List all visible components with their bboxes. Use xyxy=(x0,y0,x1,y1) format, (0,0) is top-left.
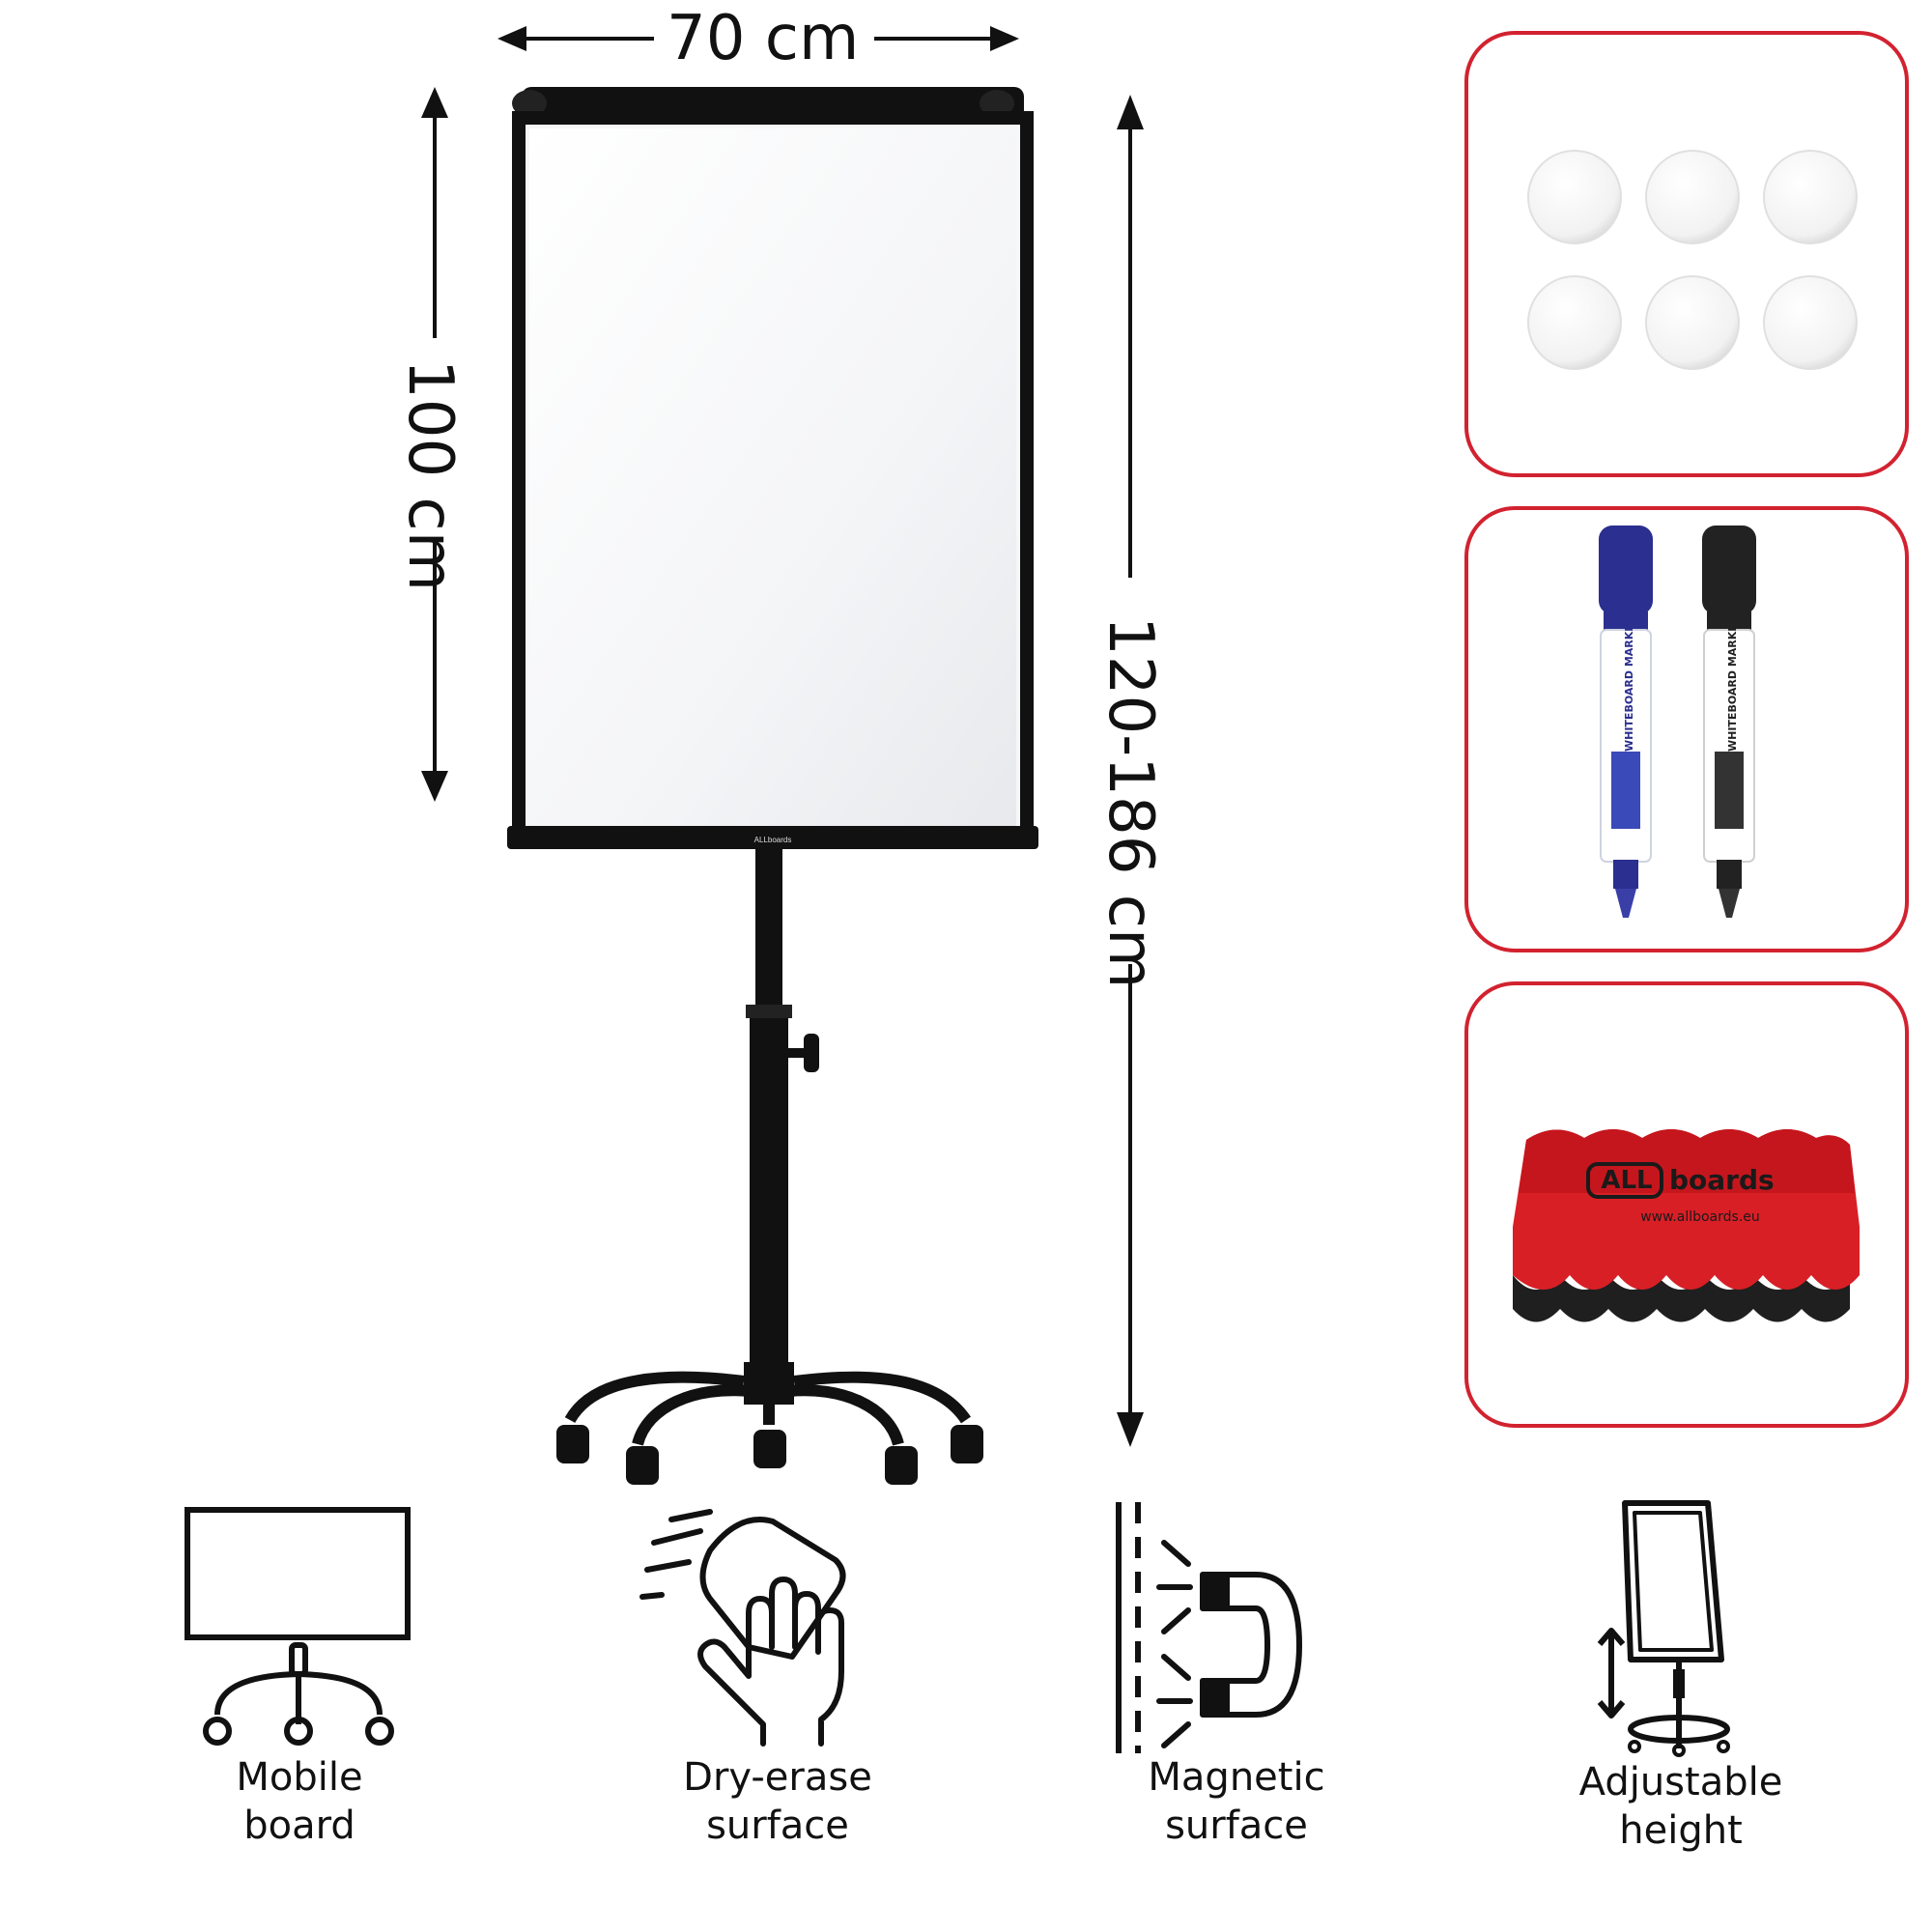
black-marker xyxy=(1702,526,1756,918)
feature-mobile-line2: board xyxy=(243,1804,355,1848)
eraser-panel: ALL boards www.allboards.eu xyxy=(1464,981,1909,1428)
eraser-icon xyxy=(1513,1129,1860,1322)
width-label: 70 cm xyxy=(667,3,860,74)
feature-magnetic-line2: surface xyxy=(1165,1804,1308,1848)
wipe-hand-icon xyxy=(639,1509,846,1747)
black-marker-label: WHITEBOARD MARKER xyxy=(1726,615,1739,752)
feature-adjustable-line2: height xyxy=(1619,1808,1743,1853)
flipchart-stand: ALLboards xyxy=(507,87,1038,1485)
total-height-arrow xyxy=(1117,95,1144,1447)
board-height-label: 100 cm xyxy=(394,359,466,592)
total-height-label: 120-186 cm xyxy=(1094,616,1166,989)
feature-mobile-board: Mobile board xyxy=(126,1502,473,1850)
feature-dry-erase-line2: surface xyxy=(706,1804,849,1848)
blue-marker-label: WHITEBOARD MARKER xyxy=(1623,615,1635,752)
feature-adjustable-line1: Adjustable xyxy=(1578,1760,1783,1804)
feature-magnetic: Magnetic surface xyxy=(1063,1502,1410,1850)
magnet-icon xyxy=(1116,1502,1302,1753)
eraser-logo-right: boards xyxy=(1669,1164,1775,1196)
markers-icon xyxy=(1599,526,1756,918)
feature-adjustable-height: Adjustable height xyxy=(1507,1497,1855,1855)
width-arrow xyxy=(497,26,1019,51)
eraser-url: www.allboards.eu xyxy=(1640,1209,1760,1225)
markers-panel: WHITEBOARD MARKER WHITEBOARD MARKER xyxy=(1464,506,1909,952)
feature-magnetic-line1: Magnetic xyxy=(1148,1755,1325,1800)
feature-mobile-line1: Mobile xyxy=(236,1755,363,1800)
board-height-arrow xyxy=(421,87,448,802)
magnets-icon xyxy=(1527,150,1858,370)
feature-dry-erase-line1: Dry-erase xyxy=(683,1755,872,1800)
svg-text:ALLboards: ALLboards xyxy=(754,836,792,844)
feature-dry-erase: Dry-erase surface xyxy=(604,1502,952,1850)
blue-marker xyxy=(1599,526,1653,918)
eraser-logo-left: ALL xyxy=(1601,1166,1653,1195)
adjustable-height-icon xyxy=(1597,1500,1730,1757)
magnets-panel xyxy=(1464,31,1909,477)
mobile-board-icon xyxy=(185,1507,411,1746)
